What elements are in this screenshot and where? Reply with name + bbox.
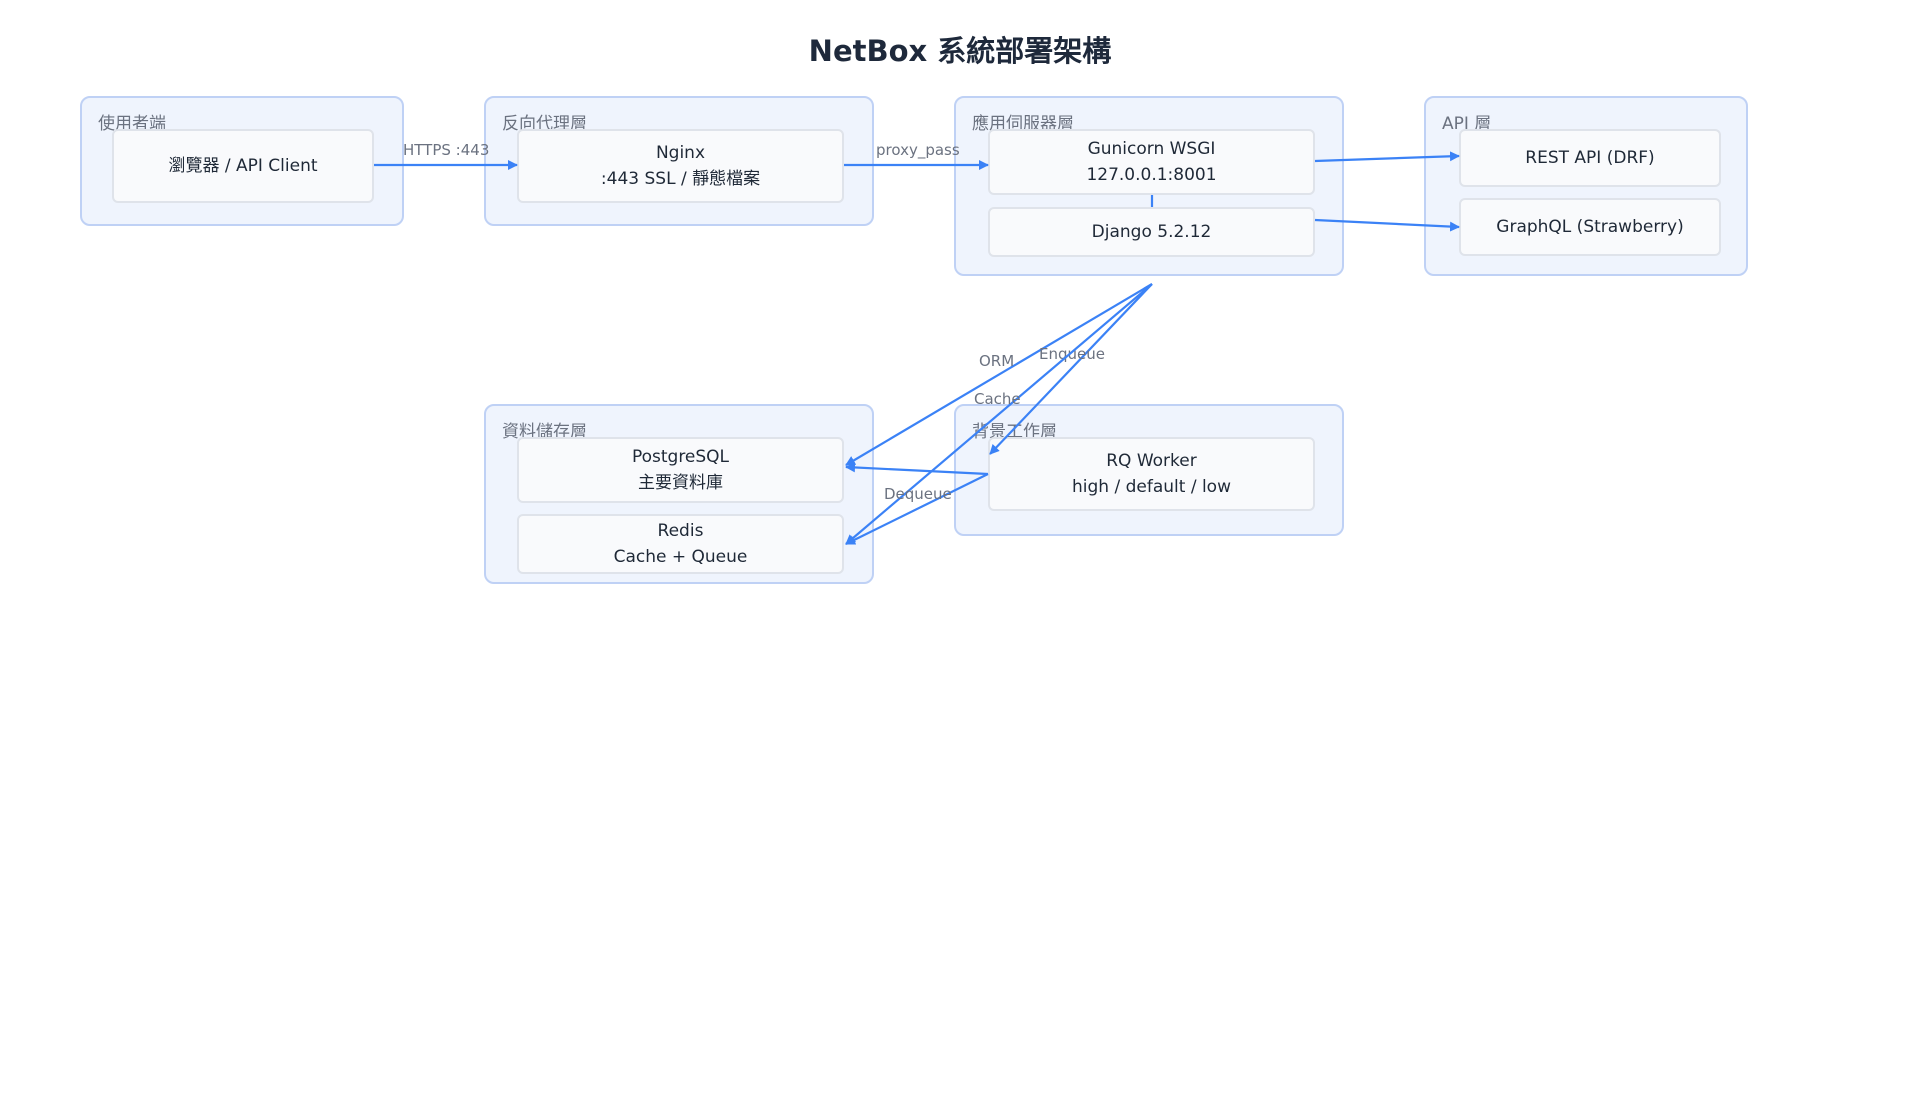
- node-postgresql-detail: 主要資料庫: [638, 473, 723, 493]
- node-gunicorn: Gunicorn WSGI 127.0.0.1:8001: [988, 129, 1315, 195]
- edge-label-enqueue: Enqueue: [1039, 345, 1105, 363]
- edge-label-orm: ORM: [979, 352, 1014, 370]
- node-browser: 瀏覽器 / API Client: [112, 129, 374, 203]
- node-browser-label: 瀏覽器 / API Client: [168, 156, 318, 176]
- node-rq-worker: RQ Worker high / default / low: [988, 437, 1315, 511]
- node-redis-name: Redis: [657, 521, 704, 541]
- node-rest-api: REST API (DRF): [1459, 129, 1721, 187]
- node-nginx-detail: :443 SSL / 靜態檔案: [600, 169, 761, 189]
- node-postgresql-name: PostgreSQL: [631, 447, 730, 467]
- node-django: Django 5.2.12: [988, 207, 1315, 257]
- edge-label-proxy-pass: proxy_pass: [876, 141, 960, 160]
- node-rq-worker-queues: high / default / low: [1072, 477, 1231, 497]
- node-redis-detail: Cache + Queue: [613, 547, 748, 567]
- node-nginx: Nginx :443 SSL / 靜態檔案: [517, 129, 844, 203]
- node-graphql-label: GraphQL (Strawberry): [1496, 217, 1684, 237]
- node-nginx-name: Nginx: [655, 143, 706, 163]
- node-rest-api-label: REST API (DRF): [1525, 148, 1655, 168]
- node-rq-worker-name: RQ Worker: [1106, 451, 1197, 471]
- node-gunicorn-address: 127.0.0.1:8001: [1086, 165, 1217, 185]
- page-title: NetBox 系統部署架構: [808, 34, 1112, 68]
- node-django-label: Django 5.2.12: [1091, 222, 1212, 242]
- node-graphql: GraphQL (Strawberry): [1459, 198, 1721, 256]
- node-postgresql: PostgreSQL 主要資料庫: [517, 437, 844, 503]
- node-redis: Redis Cache + Queue: [517, 514, 844, 574]
- node-gunicorn-name: Gunicorn WSGI: [1087, 139, 1216, 159]
- edge-label-https: HTTPS :443: [403, 141, 489, 159]
- edge-label-dequeue: Dequeue: [884, 485, 952, 503]
